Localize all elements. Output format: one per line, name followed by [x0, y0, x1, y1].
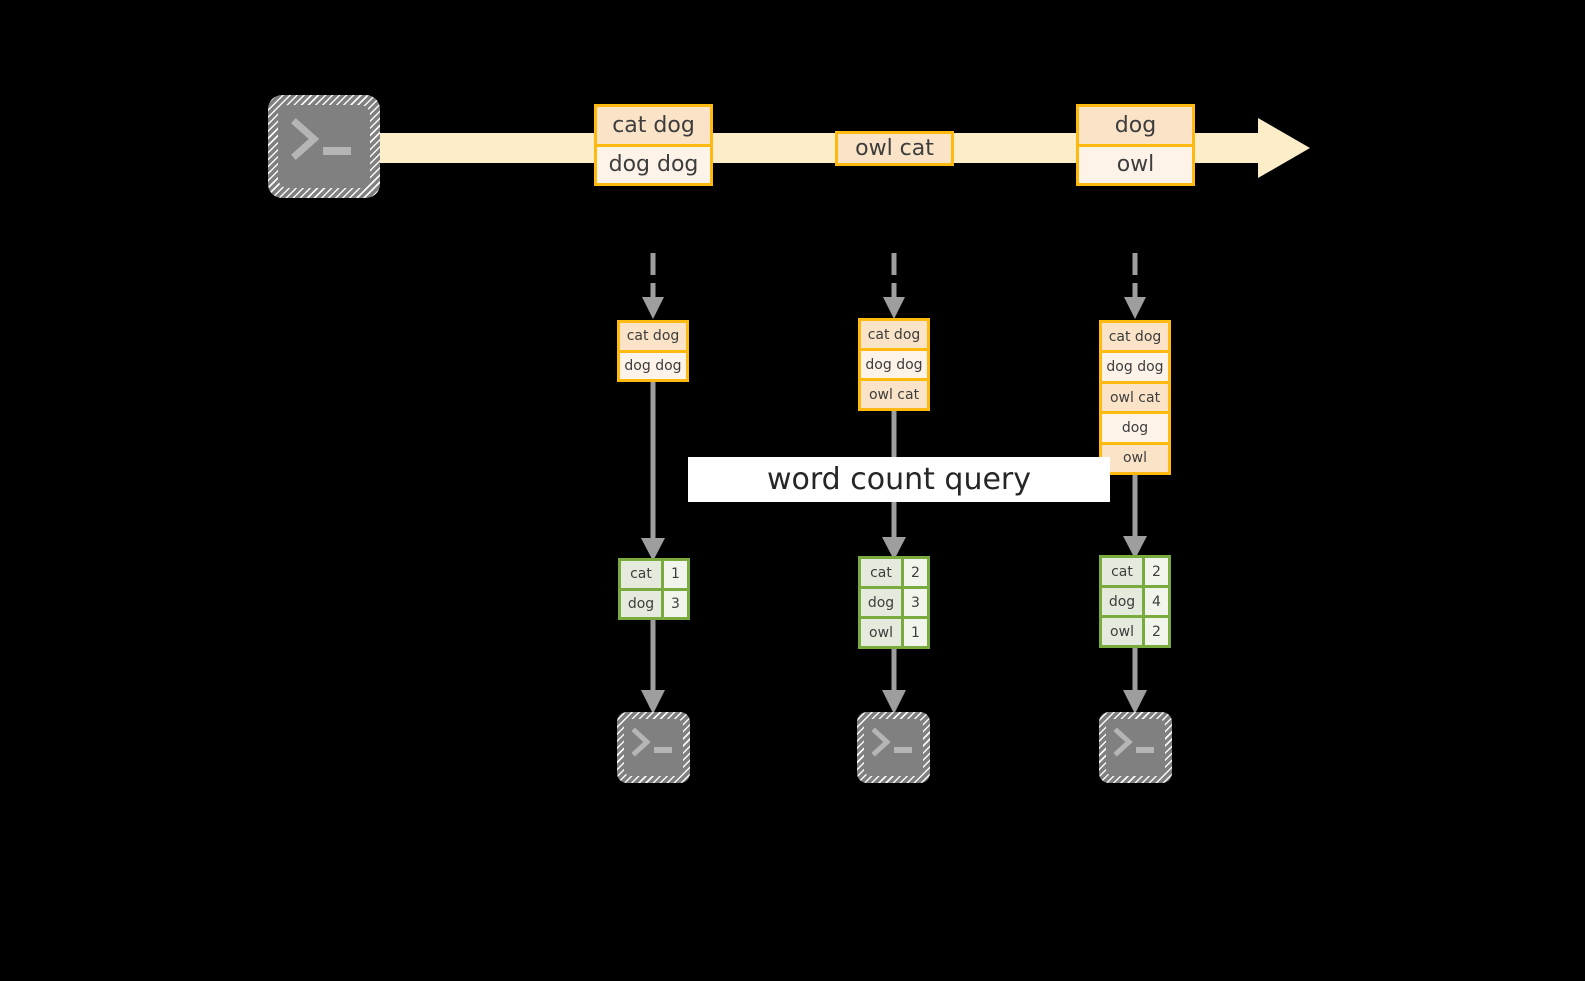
query-banner-label: word count query [766, 462, 1032, 497]
result-row: owl 1 [861, 616, 927, 646]
result-count: 2 [1145, 558, 1168, 585]
terminal-prompt-glyph [1113, 727, 1154, 757]
result-word: cat [861, 559, 904, 586]
terminal-prompt-glyph [871, 727, 912, 757]
accumulated-row: cat dog [861, 321, 927, 348]
result-count: 4 [1145, 588, 1168, 615]
result-row: dog 3 [621, 587, 687, 617]
accumulated-row: dog dog [1102, 350, 1168, 381]
terminal-prompt-glyph [631, 727, 672, 757]
result-row: cat 1 [621, 561, 687, 588]
stream-arrow-head [1258, 118, 1310, 178]
result-count: 2 [1145, 618, 1168, 645]
result-word: cat [1102, 558, 1145, 585]
result-count: 1 [904, 619, 927, 646]
snapshot-2-sink-terminal-icon [857, 712, 930, 783]
result-word: owl [861, 619, 904, 646]
snapshot-1-accumulated-table: cat dog dog dog [617, 320, 689, 382]
snapshot-1-result-table: cat 1 dog 3 [618, 558, 690, 620]
accumulated-row: owl cat [861, 378, 927, 408]
query-banner: word count query [688, 457, 1110, 502]
snapshot-2-result-table: cat 2 dog 3 owl 1 [858, 556, 930, 649]
snapshot-2-sink-connector [882, 649, 906, 714]
result-count: 2 [904, 559, 927, 586]
stream-record-line: cat dog [597, 107, 710, 144]
accumulated-row: dog dog [861, 348, 927, 378]
source-terminal-icon [268, 95, 380, 198]
snapshot-1-sink-terminal-icon [617, 712, 690, 783]
result-row: cat 2 [861, 559, 927, 586]
result-word: dog [1102, 588, 1145, 615]
snapshot-3-result-table: cat 2 dog 4 owl 2 [1099, 555, 1171, 648]
snapshot-3-sink-terminal-icon [1099, 712, 1172, 783]
result-count: 3 [904, 589, 927, 616]
result-word: cat [621, 561, 664, 588]
stream-record-1: cat dog dog dog [594, 104, 713, 186]
result-row: owl 2 [1102, 615, 1168, 645]
snapshot-1-query-connector [641, 382, 665, 561]
result-row: cat 2 [1102, 558, 1168, 585]
accumulated-row: owl cat [1102, 380, 1168, 412]
snapshot-3-query-connector [1123, 475, 1147, 559]
stream-record-3: dog owl [1076, 104, 1195, 186]
result-count: 1 [664, 561, 687, 588]
accumulated-row: dog dog [620, 349, 686, 379]
stream-record-line: owl cat [838, 134, 951, 163]
stream-record-line: dog dog [597, 143, 710, 183]
result-row: dog 4 [1102, 585, 1168, 615]
result-count: 3 [664, 590, 687, 617]
accumulated-row: dog [1102, 411, 1168, 442]
stream-record-2: owl cat [835, 131, 954, 166]
snapshot-2-tap-connector [883, 253, 905, 319]
result-word: owl [1102, 618, 1145, 645]
stream-record-line: dog [1079, 107, 1192, 144]
terminal-prompt-glyph [291, 118, 351, 160]
snapshot-3-accumulated-table: cat dog dog dog owl cat dog owl [1099, 320, 1171, 475]
accumulated-row: owl [1102, 441, 1168, 473]
result-word: dog [861, 589, 904, 616]
stream-record-line: owl [1079, 143, 1192, 183]
snapshot-1-sink-connector [641, 620, 665, 714]
snapshot-1-tap-connector [642, 253, 664, 319]
result-word: dog [621, 590, 664, 617]
snapshot-3-tap-connector [1124, 253, 1146, 319]
result-row: dog 3 [861, 586, 927, 616]
snapshot-3-sink-connector [1123, 648, 1147, 714]
accumulated-row: cat dog [1102, 323, 1168, 351]
snapshot-2-accumulated-table: cat dog dog dog owl cat [858, 318, 930, 411]
accumulated-row: cat dog [620, 323, 686, 350]
